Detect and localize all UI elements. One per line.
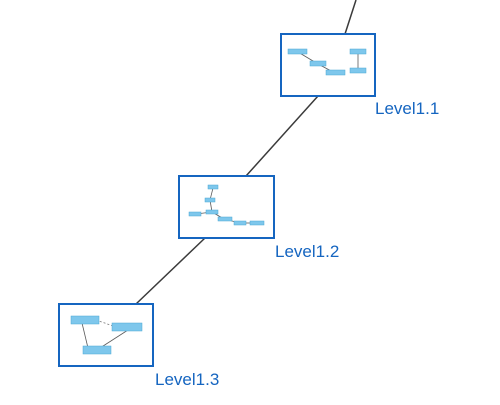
mini-node: [188, 211, 202, 217]
level-1-2-thumbnail: [188, 184, 265, 226]
level-1-3-thumbnail: [70, 315, 143, 355]
mini-node: [249, 220, 265, 226]
mini-node: [204, 197, 216, 203]
connector-line-1-2: [245, 95, 319, 177]
mini-node: [349, 67, 367, 74]
level-group-1-1[interactable]: Level1.1: [280, 33, 439, 118]
mini-node: [70, 315, 100, 325]
level-label-1-2: Level1.2: [275, 242, 339, 261]
level-label-1-3: Level1.3: [155, 370, 219, 389]
level-box-1-3[interactable]: [58, 303, 154, 367]
level-label-1-1: Level1.1: [375, 99, 439, 118]
mini-node: [82, 345, 112, 355]
level-box-1-1[interactable]: [280, 33, 376, 97]
mini-node: [205, 209, 219, 215]
mini-node: [325, 69, 346, 76]
mini-node: [207, 184, 219, 190]
mini-node: [287, 48, 308, 55]
connector-line-2-3: [135, 237, 206, 305]
mini-node: [217, 216, 233, 222]
level-group-1-3[interactable]: Level1.3: [58, 303, 219, 389]
mini-node: [349, 48, 367, 55]
mini-node: [309, 60, 327, 67]
mini-node: [233, 220, 247, 226]
connector-line-top: [344, 0, 357, 35]
mini-node: [111, 322, 143, 332]
level-box-1-2[interactable]: [178, 175, 275, 239]
level-1-1-thumbnail: [287, 48, 367, 76]
level-group-1-2[interactable]: Level1.2: [178, 175, 339, 261]
